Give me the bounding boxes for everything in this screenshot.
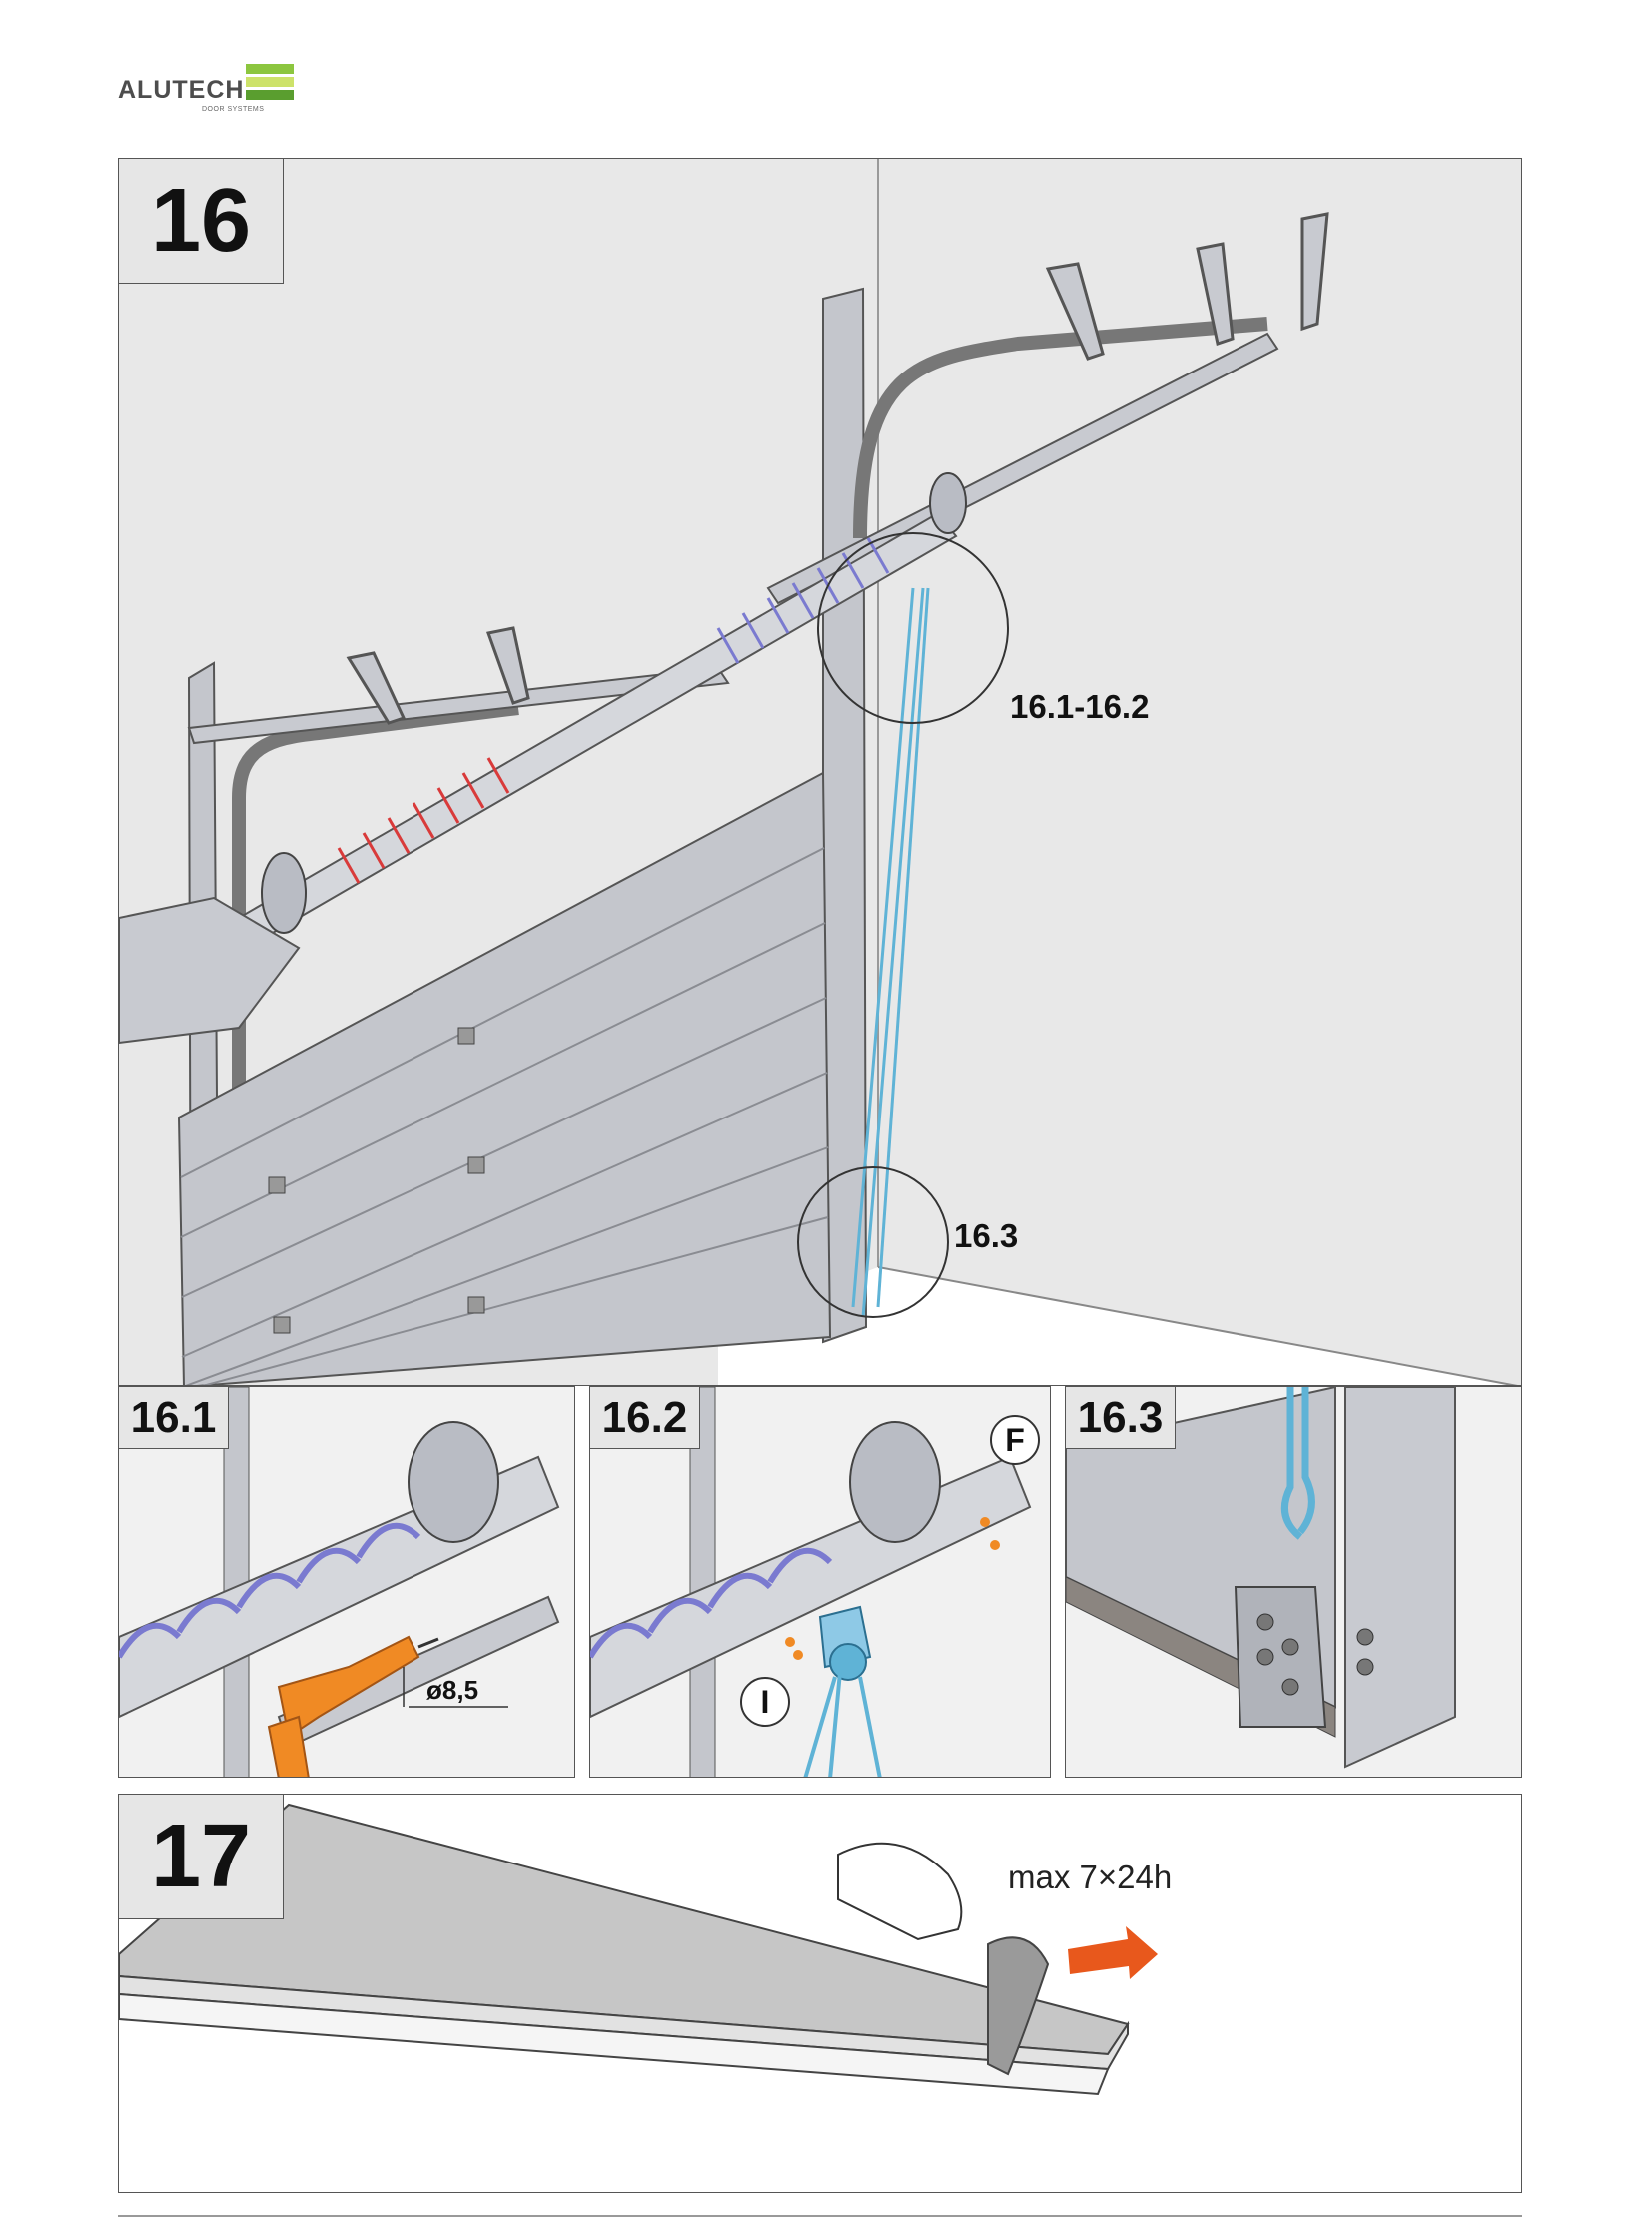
callout-16-1-16-2: 16.1-16.2 xyxy=(1010,688,1150,725)
step-17-number: 17 xyxy=(119,1795,284,1919)
detail-16-2-label: 16.2 xyxy=(590,1387,700,1449)
detail-16-1-panel: 16.1 ø8,5 xyxy=(118,1386,575,1778)
drill-bracket-illustration xyxy=(119,1387,574,1777)
logo-tagline: DOOR SYSTEMS xyxy=(202,106,265,113)
step-16-main-panel: 16 xyxy=(118,158,1522,1386)
cable-pulley-illustration xyxy=(590,1387,1050,1777)
bottom-bracket-illustration xyxy=(1066,1387,1521,1777)
logo-stripes xyxy=(246,64,294,112)
detail-16-1-label: 16.1 xyxy=(119,1387,229,1449)
detail-16-3-label: 16.3 xyxy=(1066,1387,1176,1449)
detail-16-2-panel: 16.2 F I xyxy=(589,1386,1051,1778)
footer-divider xyxy=(118,2215,1522,2217)
detail-16-3-panel: 16.3 xyxy=(1065,1386,1522,1778)
marker-f: F xyxy=(990,1415,1040,1465)
step-17-panel: 17 max 7×24h xyxy=(118,1794,1522,2193)
step-16-number: 16 xyxy=(119,159,284,284)
garage-door-assembly-illustration xyxy=(119,159,1518,1385)
film-peeling-illustration xyxy=(119,1803,1158,2096)
drill-diameter-label: ø8,5 xyxy=(426,1675,479,1705)
callout-16-3: 16.3 xyxy=(954,1217,1019,1254)
brand-logo: ALUTECH DOOR SYSTEMS xyxy=(118,62,298,118)
peel-time-note: max 7×24h xyxy=(1008,1859,1173,1895)
logo-name: ALUTECH xyxy=(118,76,245,104)
marker-i: I xyxy=(740,1677,790,1727)
